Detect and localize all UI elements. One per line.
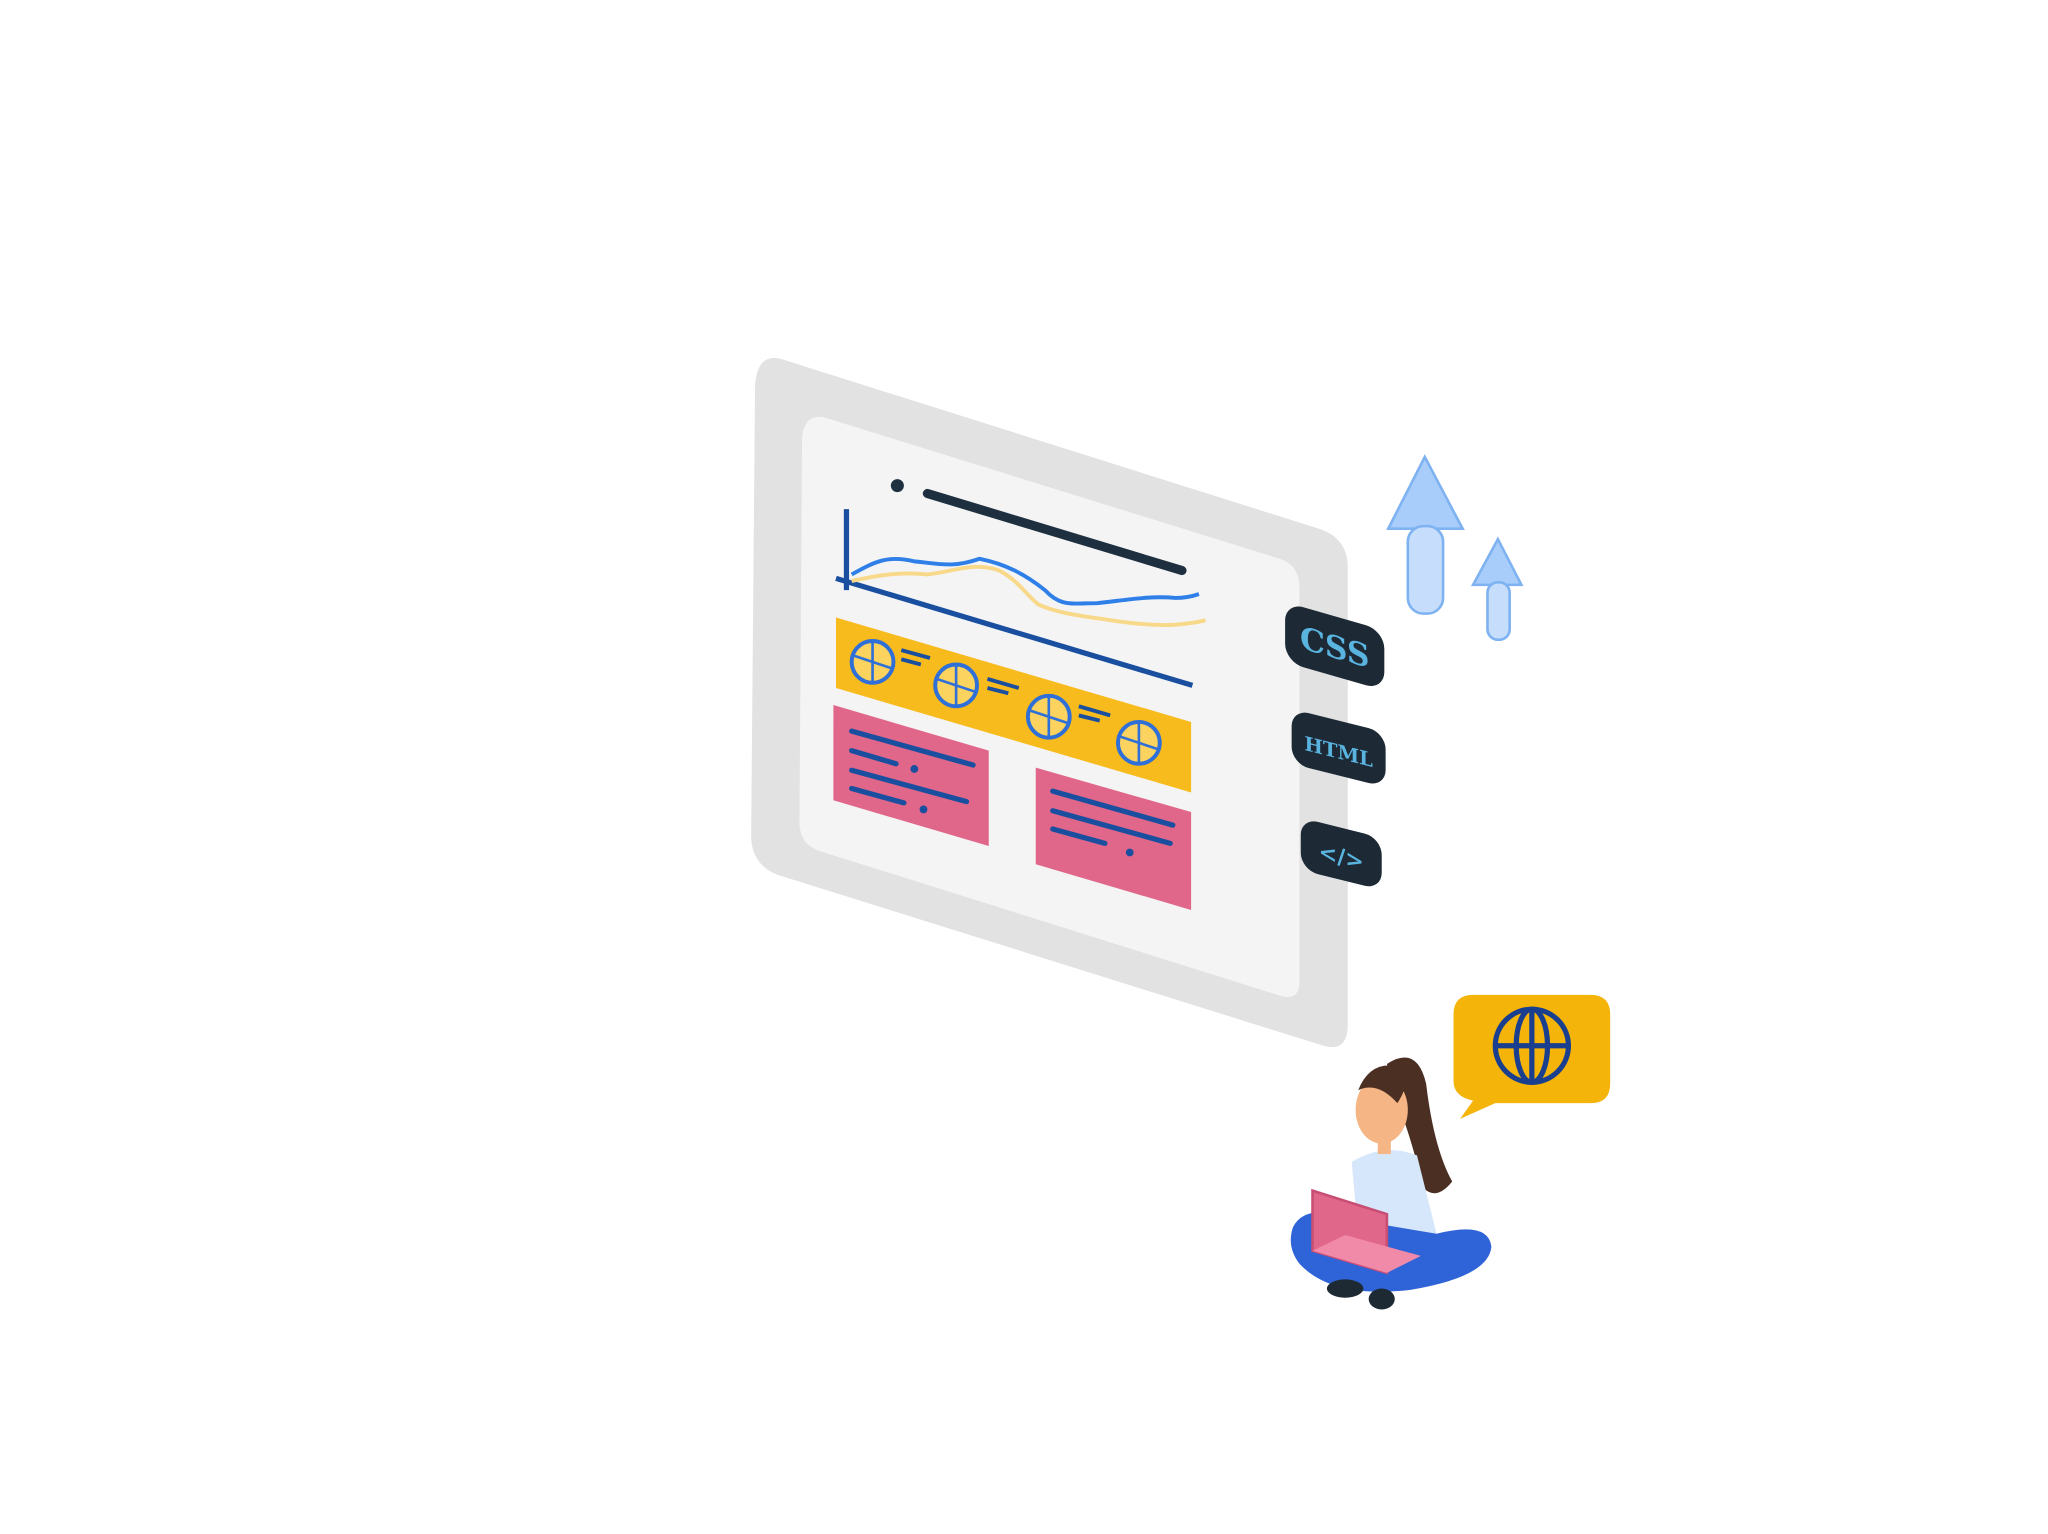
- upload-arrow-icon: [1470, 536, 1524, 642]
- content-card: [833, 704, 989, 846]
- window-dot-icon: [890, 479, 904, 493]
- css-badge: CSS: [1285, 606, 1385, 686]
- laptop-icon: [1311, 1188, 1421, 1275]
- upload-arrow-icon: [1386, 454, 1465, 615]
- chart-icon: [835, 509, 1207, 688]
- stats-band: [836, 617, 1192, 793]
- html-badge: HTML: [1291, 712, 1386, 784]
- code-badge: </>: [1300, 821, 1382, 887]
- globe-icon: [1492, 1006, 1572, 1085]
- speech-bubble: [1453, 994, 1611, 1119]
- content-card: [1035, 767, 1192, 910]
- title-bar: [922, 488, 1187, 576]
- person-with-laptop: [1290, 1057, 1492, 1310]
